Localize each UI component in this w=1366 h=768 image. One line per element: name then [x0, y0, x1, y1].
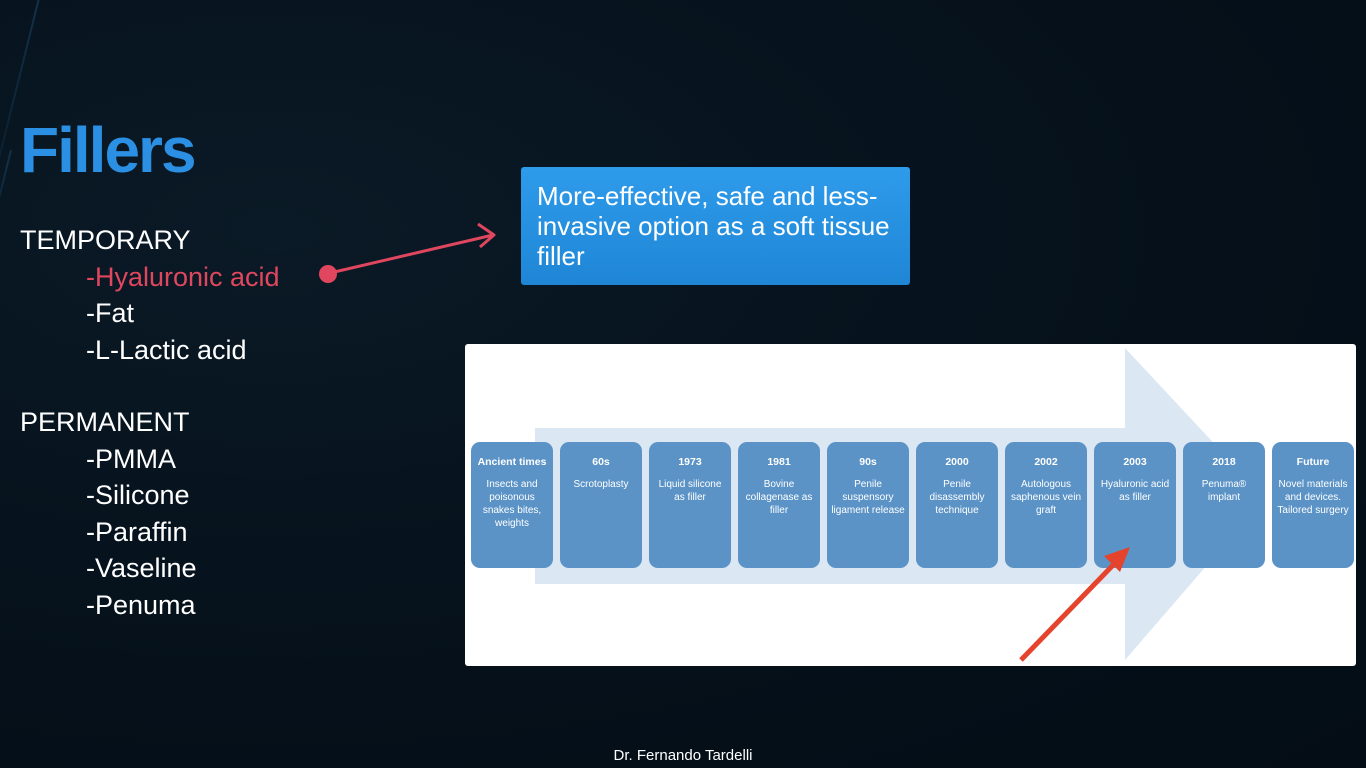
timeline-description: Penuma® implant [1201, 479, 1247, 503]
timeline-description: Insects and poisonous snakes bites, weig… [482, 479, 542, 529]
timeline-description: Penile disassembly technique [929, 479, 985, 516]
list-item-pmma: -PMMA [86, 443, 176, 474]
timeline-description: Liquid silicone as filler [658, 479, 722, 503]
callout-box: More-effective, safe and less-invasive o… [521, 167, 910, 285]
timeline-period: 60s [592, 456, 610, 468]
timeline-period: 1981 [767, 456, 791, 468]
timeline-period: 2018 [1212, 456, 1236, 468]
timeline-description: Autologous saphenous vein graft [1010, 479, 1082, 516]
timeline-period: 2003 [1123, 456, 1147, 468]
list-item-l-lactic-acid: -L-Lactic acid [86, 334, 247, 365]
timeline-description: Scrotoplasty [573, 479, 629, 490]
list-item-silicone: -Silicone [86, 480, 190, 510]
presenter-name: Dr. Fernando Tardelli [613, 747, 753, 764]
list-spacer [20, 368, 280, 404]
timeline-period: Future [1296, 456, 1330, 468]
timeline-period: 90s [859, 456, 877, 468]
timeline-period: 2002 [1034, 456, 1058, 468]
list-item-penuma: -Penuma [86, 589, 196, 620]
timeline-period: 1973 [678, 456, 702, 468]
list-item-hyaluronic-acid: -Hyaluronic acid [86, 261, 280, 292]
temporary-heading: TEMPORARY [20, 225, 191, 255]
pink-arrow-line [329, 233, 494, 275]
timeline-description: Bovine collagenase as filler [745, 479, 813, 516]
permanent-heading: PERMANENT [20, 407, 190, 437]
filler-list: TEMPORARY -Hyaluronic acid -Fat -L-Lacti… [20, 222, 280, 623]
pink-arrow-head [477, 222, 496, 249]
decorative-line [0, 150, 12, 267]
timeline-description: Hyaluronic acid as filler [1100, 479, 1170, 503]
list-item-paraffin: -Paraffin [86, 516, 188, 547]
timeline-description: Novel materials and devices. Tailored su… [1277, 479, 1349, 516]
list-item-fat: -Fat [86, 298, 135, 328]
pink-arrow-dot [319, 265, 337, 283]
timeline-period: 2000 [945, 456, 969, 468]
timeline-description: Penile suspensory ligament release [831, 479, 905, 516]
slide-title: Fillers [20, 114, 197, 186]
list-item-vaseline: -Vaseline [86, 553, 197, 583]
timeline-period: Ancient times [477, 456, 547, 468]
